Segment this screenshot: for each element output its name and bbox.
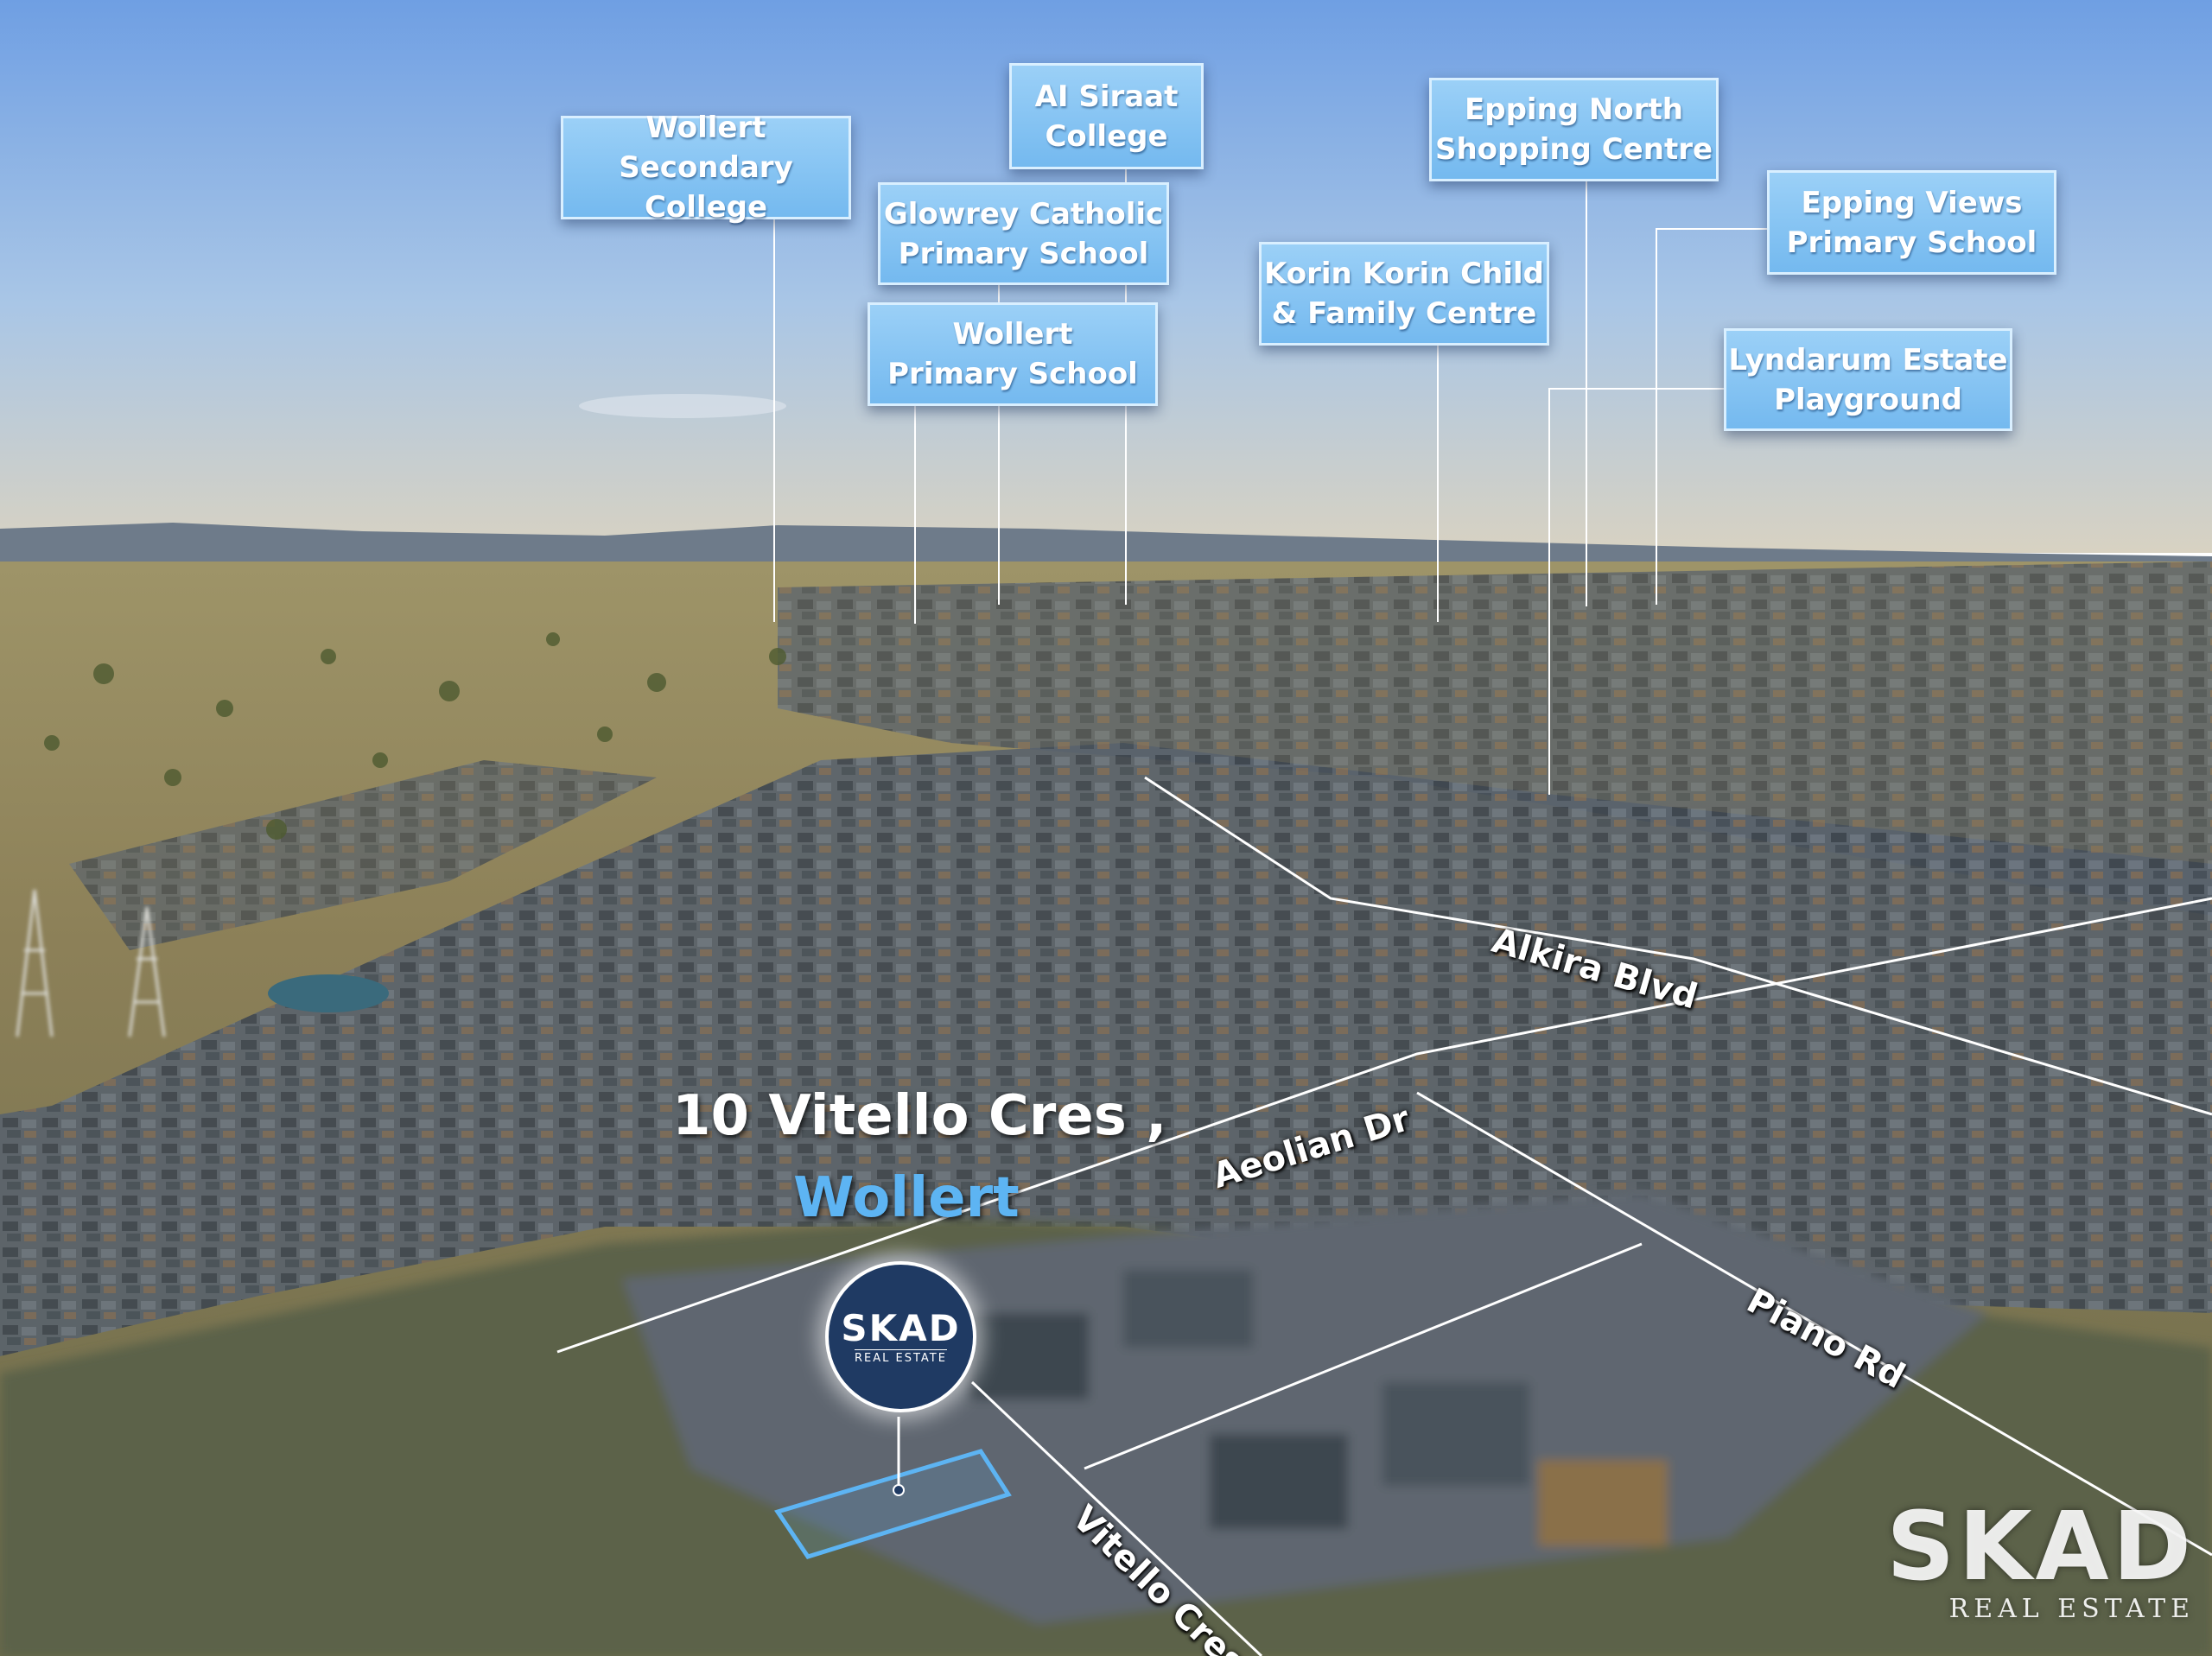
label-glowrey-catholic-primary: Glowrey Catholic Primary School [878,182,1169,285]
label-line-1: AI Siraat [1034,79,1179,114]
label-epping-north-shopping: Epping North Shopping Centre [1429,78,1719,181]
label-epping-views-primary: Epping Views Primary School [1767,170,2056,275]
label-line-1: Glowrey Catholic [883,196,1164,232]
label-line-2: Primary School [1786,225,2037,260]
watermark-name: SKAD [1886,1491,2195,1602]
label-line-2: Shopping Centre [1434,132,1713,167]
label-line-1: Wollert [645,111,766,145]
skad-watermark-logo: SKAD REAL ESTATE [1875,1499,2195,1624]
label-line-2: Secondary College [619,150,793,225]
label-line-2: Primary School [898,236,1149,271]
address-line-street: 10 Vitello Cres , [672,1084,1167,1148]
label-lyndarum-playground: Lyndarum Estate Playground [1724,328,2012,431]
address-line-suburb: Wollert [793,1166,1020,1230]
label-line-1: Wollert [952,317,1073,352]
watermark-sub: REAL ESTATE [1948,1594,2195,1624]
label-line-1: Epping North [1465,92,1683,127]
label-line-2: College [1045,118,1168,154]
label-line-1: Korin Korin Child [1264,257,1544,291]
label-line-2: Primary School [887,357,1138,391]
label-line-2: & Family Centre [1271,296,1537,331]
label-wollert-primary-school: Wollert Primary School [868,302,1158,406]
badge-name: SKAD [841,1306,961,1349]
label-korin-korin: Korin Korin Child & Family Centre [1259,242,1549,346]
badge-sub: REAL ESTATE [855,1348,947,1365]
label-line-1: Lyndarum Estate [1728,342,2008,378]
label-al-siraat-college: AI Siraat College [1009,63,1204,169]
label-wollert-secondary-college: Wollert Secondary College [561,111,851,225]
label-line-1: Epping Views [1801,185,2023,220]
skad-badge-logo: SKAD REAL ESTATE [825,1261,976,1412]
label-line-2: Playground [1774,382,1962,417]
